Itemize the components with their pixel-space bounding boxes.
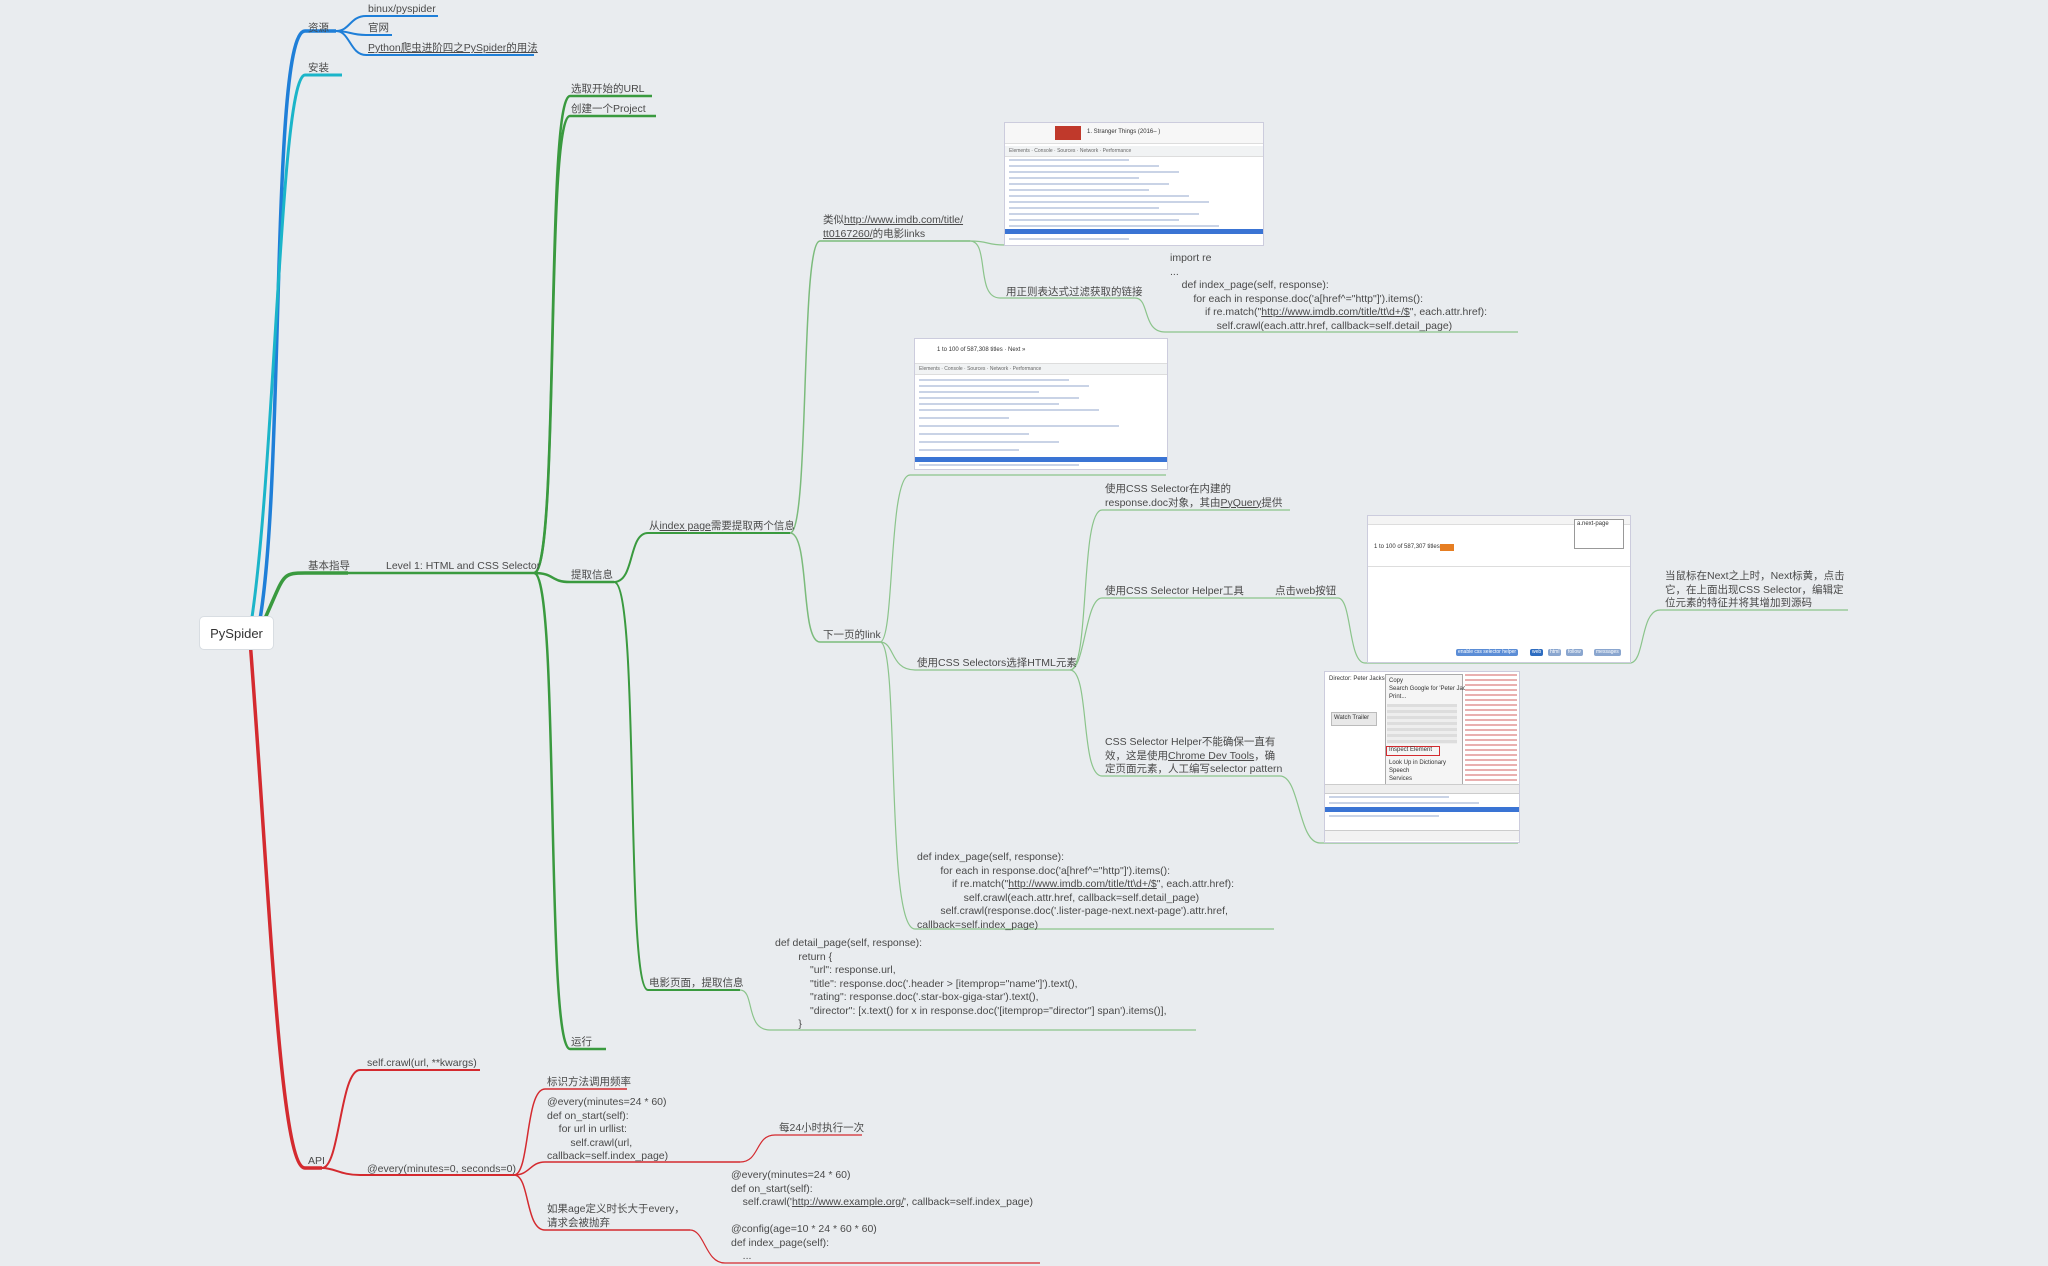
node-api[interactable]: API xyxy=(308,1155,325,1167)
node-every-freq[interactable]: 标识方法调用频率 xyxy=(547,1076,631,1088)
node-next-page[interactable]: 下一页的link xyxy=(823,629,881,641)
edge-css-devtools xyxy=(1069,669,1280,777)
edge-api-crawl xyxy=(321,1069,480,1169)
edge-every-age xyxy=(513,1174,690,1231)
ctx-search[interactable]: Search Google for 'Peter Jackson' xyxy=(1389,686,1480,692)
edge-extract-index xyxy=(613,532,790,583)
ctx-copy[interactable]: Copy xyxy=(1389,678,1404,684)
edge-links-regex xyxy=(969,240,1135,299)
node-regex-filter[interactable]: 用正则表达式过滤获取的链接 xyxy=(1006,286,1143,298)
ctx-lookup[interactable]: Look Up in Dictionary xyxy=(1389,760,1447,766)
node-level1[interactable]: Level 1: HTML and CSS Selector xyxy=(386,560,541,572)
node-css-builtin[interactable]: 使用CSS Selector在内建的response.doc对象，其由PyQue… xyxy=(1105,483,1283,509)
ctx-inspect[interactable]: Inspect Element xyxy=(1389,747,1433,753)
index-page-link[interactable]: index page xyxy=(659,520,711,532)
ctx-print[interactable]: Print... xyxy=(1389,694,1407,700)
edge-api-every xyxy=(321,1167,514,1176)
edge-root-resources xyxy=(256,29,336,631)
imdb-title-text: 1. Stranger Things (2016– ) xyxy=(1087,129,1161,135)
node-extract[interactable]: 提取信息 xyxy=(571,569,613,581)
edge-shot-note xyxy=(1629,609,1848,664)
node-click-web[interactable]: 点击web按钮 xyxy=(1275,585,1337,597)
node-resource-article[interactable]: Python爬虫进阶四之PySpider的用法 xyxy=(368,42,538,54)
helper-count-text: 1 to 100 of 587,307 titles xyxy=(1374,544,1440,550)
ctx-speech[interactable]: Speech xyxy=(1389,768,1410,774)
node-movie-links[interactable]: 类似http://www.imdb.com/title/ tt0167260/的… xyxy=(823,214,964,240)
edge-next-code xyxy=(879,641,1274,930)
edge-css-builtin xyxy=(1069,509,1290,671)
ctx-director-text: Director: Peter Jackson xyxy=(1329,676,1392,682)
edge-root-api xyxy=(248,639,322,1170)
edge-root-install xyxy=(248,73,342,631)
node-resources[interactable]: 资源 xyxy=(308,22,329,34)
helper-web-button[interactable]: web xyxy=(1530,649,1544,656)
edge-css-helper xyxy=(1069,597,1240,671)
node-resource-official[interactable]: 官网 xyxy=(368,22,389,34)
edge-index-next xyxy=(789,532,880,643)
edge-resources-item3 xyxy=(335,30,534,56)
ctx-services[interactable]: Services xyxy=(1389,776,1413,782)
node-every-note[interactable]: 每24小时执行一次 xyxy=(779,1122,865,1134)
node-css-helper[interactable]: 使用CSS Selector Helper工具 xyxy=(1105,585,1244,597)
node-create-project[interactable]: 创建一个Project xyxy=(571,103,646,115)
imdb-count-text: 1 to 100 of 587,308 titles · Next » xyxy=(937,347,1026,353)
screenshot-imdb-next: 1 to 100 of 587,308 titles · Next » Elem… xyxy=(914,338,1168,470)
node-index-page[interactable]: 从index page需要提取两个信息 xyxy=(649,520,795,532)
node-age-label[interactable]: 如果age定义时长大于every，请求会被抛弃 xyxy=(547,1203,685,1229)
example-org-link[interactable]: http://www.example.org/ xyxy=(791,1196,904,1208)
node-use-css[interactable]: 使用CSS Selectors选择HTML元素 xyxy=(917,657,1077,669)
edge-code-note xyxy=(739,1134,862,1163)
node-resource-pyspider[interactable]: binux/pyspider xyxy=(368,3,436,15)
code-regex-filter: import re... def index_page(self, respon… xyxy=(1170,252,1488,332)
chrome-devtools-link[interactable]: Chrome Dev Tools xyxy=(1168,749,1255,762)
code-age-1: @every(minutes=24 * 60)def on_start(self… xyxy=(731,1169,1033,1208)
helper-enable-button[interactable]: enable css selector helper xyxy=(1456,649,1519,656)
helper-messages-button[interactable]: messages xyxy=(1594,649,1621,656)
edge-click-shot xyxy=(1337,597,1630,664)
node-basic[interactable]: 基本指导 xyxy=(308,560,350,572)
edge-regex-code xyxy=(1134,297,1518,333)
code-next-page: def index_page(self, response): for each… xyxy=(917,851,1235,931)
edge-every-freq xyxy=(513,1088,627,1176)
node-start-url[interactable]: 选取开始的URL xyxy=(571,83,645,95)
edge-level-run xyxy=(532,571,606,1051)
edge-root-basic xyxy=(260,571,348,626)
node-movie-page[interactable]: 电影页面，提取信息 xyxy=(649,977,744,989)
screenshot-css-helper: a.next-page 1 to 100 of 587,307 titles e… xyxy=(1367,515,1631,663)
node-api-crawl[interactable]: self.crawl(url, **kwargs) xyxy=(367,1057,477,1069)
next-regex-url-link[interactable]: http://www.imdb.com/title/tt\d+/$ xyxy=(1008,878,1157,890)
root-node[interactable]: PySpider xyxy=(200,617,273,649)
edge-index-links xyxy=(789,240,970,534)
code-every: @every(minutes=24 * 60)def on_start(self… xyxy=(547,1096,669,1162)
node-install[interactable]: 安装 xyxy=(308,62,329,74)
edge-every-code xyxy=(513,1161,740,1176)
edge-extract-movie xyxy=(613,581,740,991)
imdb-title-link[interactable]: http://www.imdb.com/title/ tt0167260/ xyxy=(823,214,964,240)
pyquery-link[interactable]: PyQuery xyxy=(1220,496,1262,509)
edge-next-shot xyxy=(879,474,1166,643)
node-hover-note[interactable]: 当鼠标在Next之上时，Next标黄，点击它，在上面出现CSS Selector… xyxy=(1665,570,1845,609)
edge-level-create xyxy=(532,114,656,575)
edge-next-css xyxy=(879,641,1070,671)
edge-level-extract xyxy=(533,571,614,584)
helper-selector-text: a.next-page xyxy=(1577,521,1609,527)
edge-movie-code xyxy=(739,989,1196,1031)
code-detail-page: def detail_page(self, response): return … xyxy=(775,937,1167,1030)
screenshot-imdb-devtools: 1. Stranger Things (2016– ) Elements · C… xyxy=(1004,122,1264,246)
code-age-2: @config(age=10 * 24 * 60 * 60)def index_… xyxy=(731,1223,877,1262)
regex-url-link[interactable]: http://www.imdb.com/title/tt\d+/$ xyxy=(1261,306,1410,318)
node-api-every[interactable]: @every(minutes=0, seconds=0) xyxy=(367,1163,516,1175)
edge-age-code xyxy=(689,1229,1040,1264)
ctx-trailer-text: Watch Trailer xyxy=(1334,715,1370,721)
helper-follow-button[interactable]: follow xyxy=(1566,649,1583,656)
node-run[interactable]: 运行 xyxy=(571,1036,592,1048)
helper-html-button[interactable]: html xyxy=(1548,649,1562,656)
node-helper-note[interactable]: CSS Selector Helper不能确保一直有效，这是使用Chrome D… xyxy=(1105,736,1283,775)
edge-devtools-shot xyxy=(1279,775,1518,844)
screenshot-context-menu: Director: Peter Jackson Watch Trailer Co… xyxy=(1324,671,1520,843)
